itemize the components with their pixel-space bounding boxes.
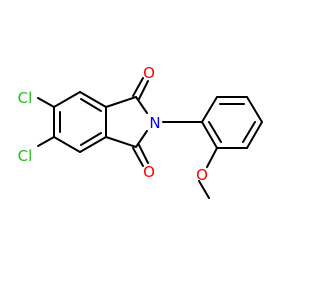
oxygen-atom-carbonyl-bottom: O <box>143 163 155 181</box>
bond <box>105 136 137 148</box>
bond <box>135 96 148 114</box>
background <box>0 0 300 300</box>
bond <box>105 96 137 108</box>
bond <box>53 91 81 108</box>
bond <box>79 136 107 153</box>
oxygen-atom-carbonyl-top: O <box>143 64 155 82</box>
bond-carbonyl-top <box>138 80 149 100</box>
nitrogen-atom: N <box>149 114 160 132</box>
bond <box>246 121 263 149</box>
bond <box>246 96 263 123</box>
bond-double-inner <box>208 121 222 143</box>
bond-carbonyl-top <box>132 77 144 97</box>
chlorine-atom-bottom: Cl <box>18 147 33 165</box>
bond-carbonyl-bottom <box>138 144 149 164</box>
bond <box>135 130 148 148</box>
bond <box>201 121 218 149</box>
bond <box>79 91 107 108</box>
bond-methoxy <box>206 147 218 168</box>
bond-cl-bottom <box>37 136 55 147</box>
oxygen-atom-methoxy: O <box>196 166 208 184</box>
chlorine-atom-top: Cl <box>18 89 33 107</box>
bond-double-inner <box>80 98 102 112</box>
bond <box>201 96 218 123</box>
bond <box>53 136 81 153</box>
bond-double-inner <box>80 132 102 146</box>
bonds <box>37 77 263 199</box>
atom-labels: Cl Cl N O O O <box>18 64 208 184</box>
molecule-structure-diagram: Cl Cl N O O O <box>0 0 300 300</box>
bond-cl-top <box>37 97 55 108</box>
bond-carbonyl-bottom <box>132 147 144 167</box>
bond-methoxy <box>198 180 210 199</box>
bond-double-inner <box>242 121 256 143</box>
